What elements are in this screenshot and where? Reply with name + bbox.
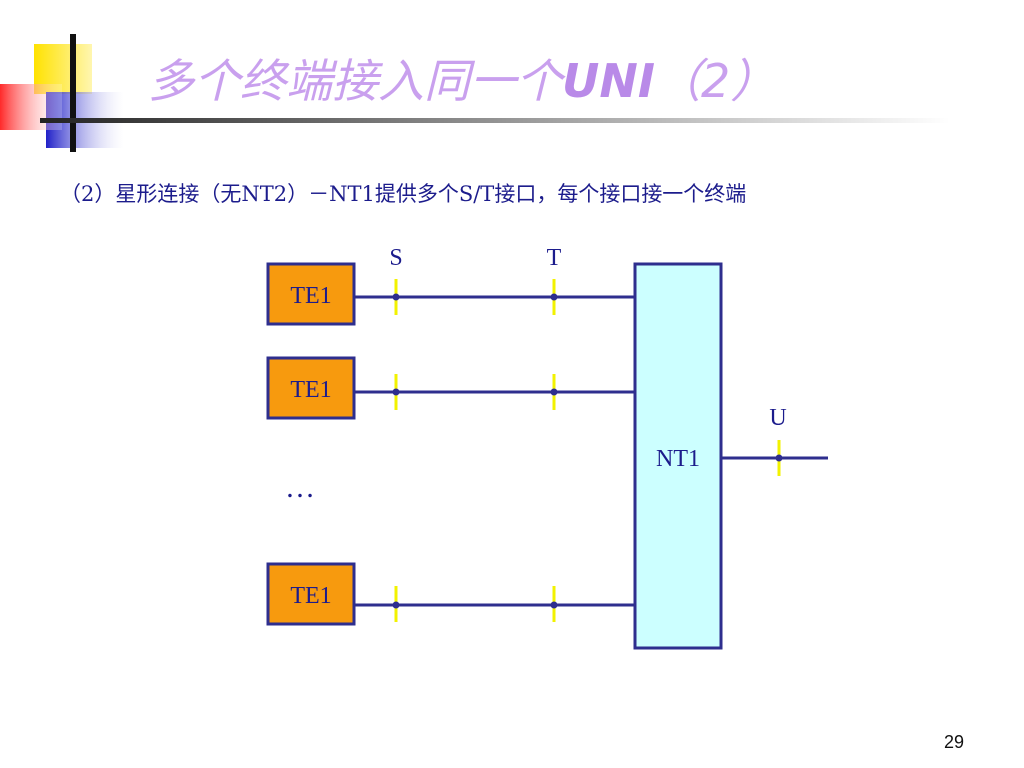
title-chinese: 多个终端接入同一个 (148, 54, 562, 108)
t-marker-2 (550, 374, 558, 410)
label-t: T (547, 245, 562, 271)
ellipsis: … (285, 471, 315, 504)
label-u: U (769, 405, 786, 431)
label-s: S (389, 245, 402, 271)
logo-vertical-bar (70, 34, 76, 152)
u-marker (775, 440, 783, 476)
terminal-te1-1: TE1 (266, 262, 356, 326)
t-marker-3 (550, 586, 558, 622)
title-suffix: （2） (654, 54, 777, 108)
nt1-label: NT1 (656, 446, 700, 472)
s-marker-1 (392, 279, 400, 315)
terminal-label: TE1 (290, 377, 331, 403)
title-uni: UNI (562, 54, 655, 108)
terminal-label: TE1 (290, 283, 331, 309)
subtitle: （2）星形连接（无NT2）－NT1提供多个S/T接口，每个接口接一个终端 (60, 182, 747, 206)
terminal-te1-2: TE1 (266, 356, 356, 420)
s-marker-3 (392, 586, 400, 622)
terminal-te1-3: TE1 (266, 562, 356, 626)
network-terminal-nt1: NT1 (633, 262, 723, 650)
s-marker-2 (392, 374, 400, 410)
title-underline (40, 118, 950, 123)
page-number: 29 (943, 732, 964, 752)
t-marker-1 (550, 279, 558, 315)
slide-title: 多个终端接入同一个UNI（2） (148, 58, 776, 104)
terminal-label: TE1 (290, 583, 331, 609)
